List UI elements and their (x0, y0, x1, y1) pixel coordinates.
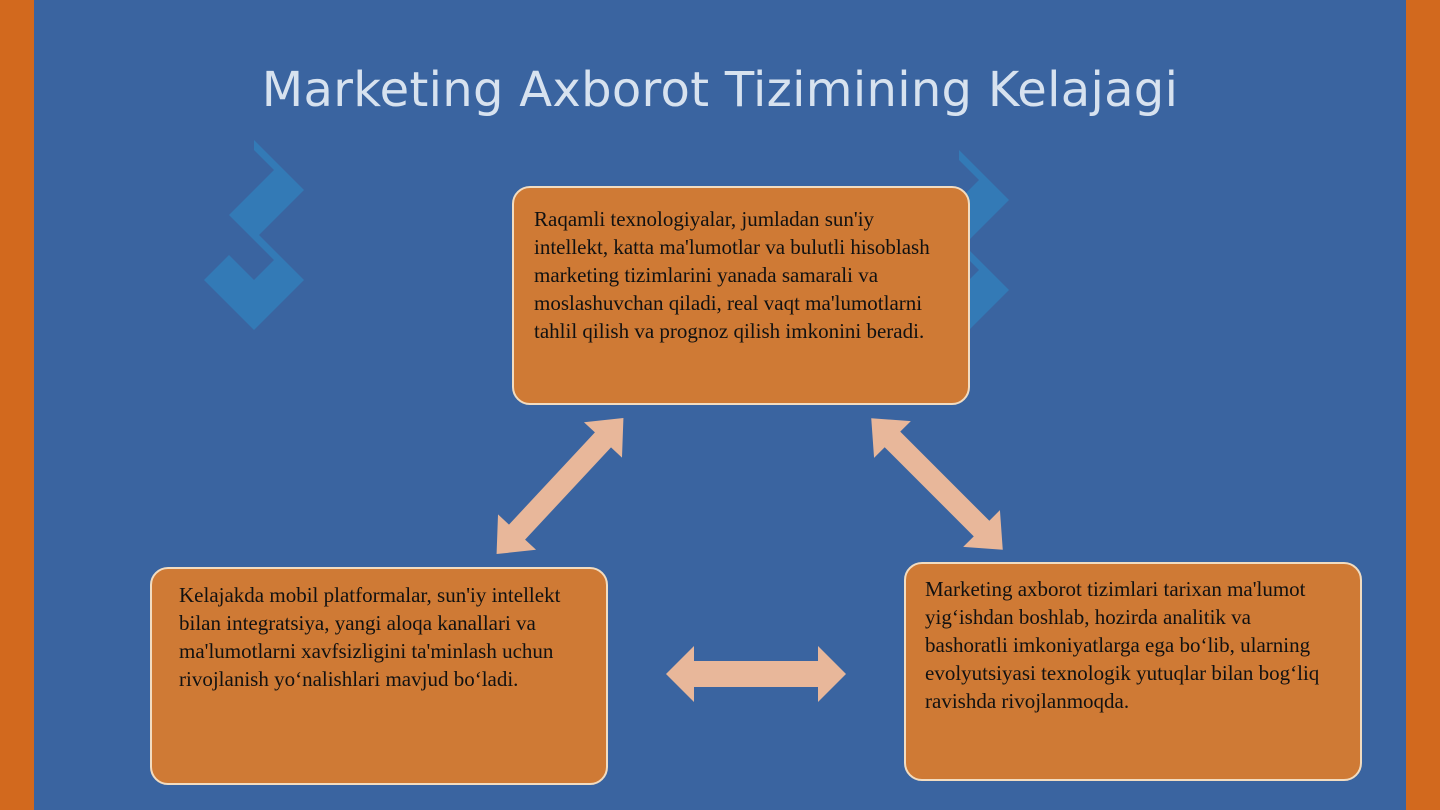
arrow-top-right (871, 418, 1003, 550)
node-top-text: Raqamli texnologiyalar, jumladan sun'iy … (534, 207, 930, 343)
node-right-text: Marketing axborot tizimlari tarixan ma'l… (925, 577, 1320, 713)
page-title: Marketing Axborot Tizimining Kelajagi (261, 62, 1179, 118)
node-right: Marketing axborot tizimlari tarixan ma'l… (904, 562, 1362, 781)
node-top: Raqamli texnologiyalar, jumladan sun'iy … (512, 186, 970, 405)
node-left: Kelajakda mobil platformalar, sun'iy int… (150, 567, 608, 785)
arrow-top-left (496, 417, 624, 555)
arrow-bottom-horizontal (666, 646, 846, 702)
node-left-text: Kelajakda mobil platformalar, sun'iy int… (179, 583, 561, 691)
